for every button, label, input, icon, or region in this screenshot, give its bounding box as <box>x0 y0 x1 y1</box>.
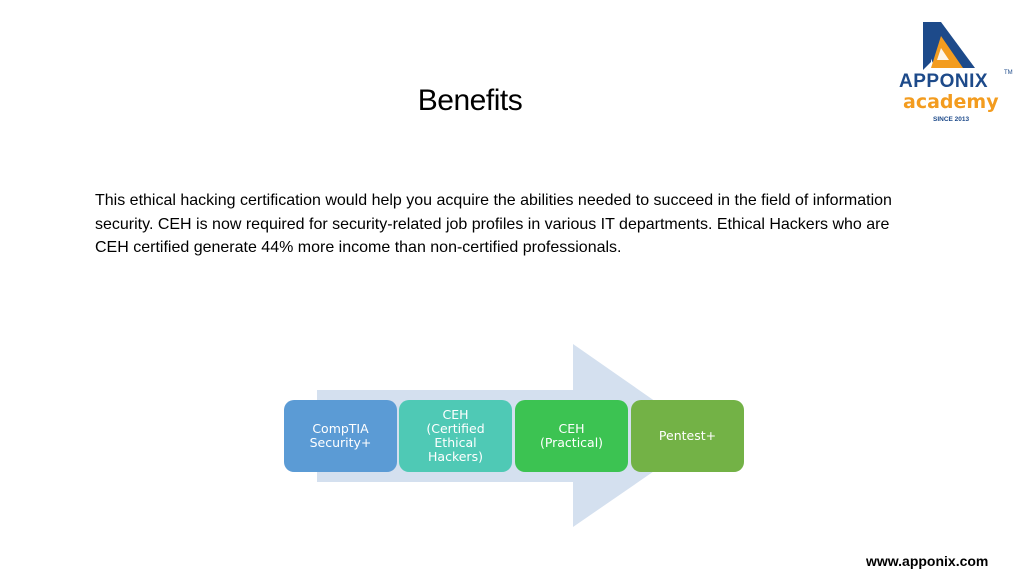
logo-mark-icon <box>923 22 975 70</box>
step-ceh-practical: CEH (Practical) <box>515 400 628 472</box>
step-label: Pentest+ <box>658 428 717 443</box>
logo-subtitle-text: academy <box>903 91 999 113</box>
step-label: CEH (Certified Ethical Hackers) <box>426 407 485 464</box>
step-pentest: Pentest+ <box>631 400 744 472</box>
step-ceh-certified: CEH (Certified Ethical Hackers) <box>399 400 512 472</box>
logo-brand-text: APPONIX <box>899 71 989 92</box>
footer-website: www.apponix.com <box>866 553 989 569</box>
logo-since-text: SINCE 2013 <box>933 116 970 123</box>
step-label: CEH (Practical) <box>539 421 604 450</box>
step-comptia-security: CompTIA Security+ <box>284 400 397 472</box>
logo: APPONIX TM academy SINCE 2013 <box>893 18 1018 128</box>
logo-trademark: TM <box>1004 70 1013 76</box>
step-label: CompTIA Security+ <box>309 421 372 450</box>
page-title: Benefits <box>417 84 523 117</box>
body-paragraph: This ethical hacking certification would… <box>95 192 892 256</box>
